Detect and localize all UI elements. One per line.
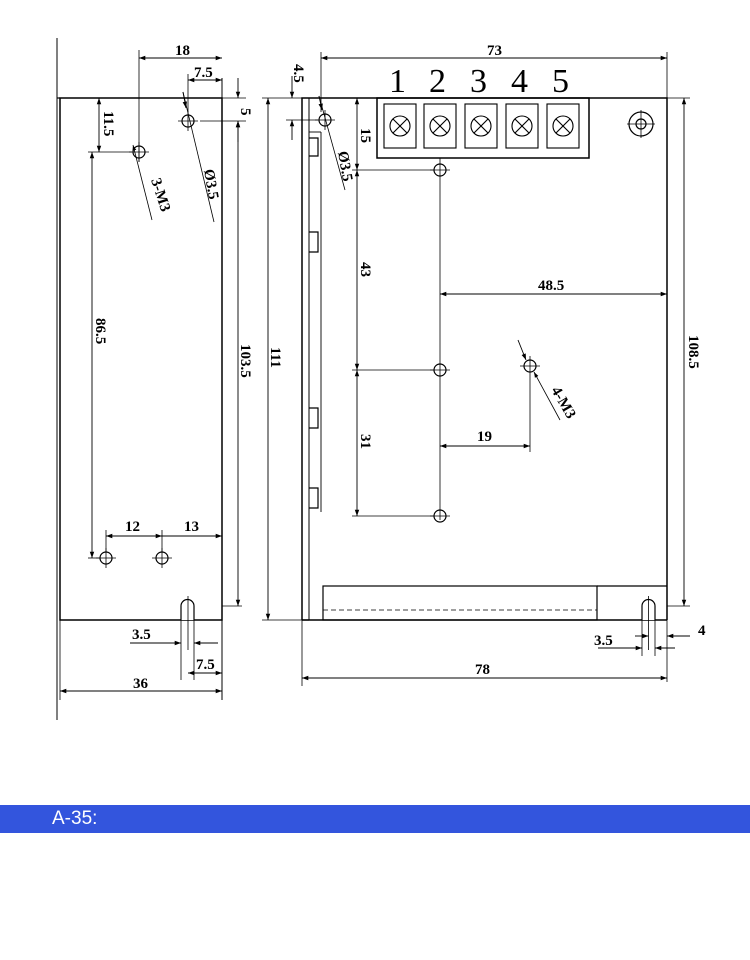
model-label: A-35:	[52, 808, 98, 829]
dim-side-slot-edge: 7.5	[196, 657, 215, 673]
terminal-label: 5	[552, 63, 569, 100]
side-view	[56, 38, 246, 720]
terminal-label: 3	[470, 63, 487, 100]
dim-front-terminal-width: 73	[487, 43, 502, 59]
dim-side-screw-top: 11.5	[100, 111, 116, 136]
dim-front-terminal-to-screw: 15	[357, 128, 373, 143]
dim-side-bottom-right: 13	[184, 519, 199, 535]
dim-front-total-width: 78	[475, 662, 490, 678]
side-panel-outline	[59, 97, 223, 621]
callout-front-hole: Ø3.5	[334, 150, 355, 183]
model-banner: A-35:	[0, 805, 750, 833]
terminal-label: 4	[511, 63, 528, 100]
dim-side-top-width: 18	[175, 43, 190, 59]
dim-front-screw-lower: 31	[357, 434, 373, 449]
ground-screw-icon	[627, 110, 655, 138]
front-view-labels: 111 4.5 Ø3.5 73 1 2 3 4 5 15 43 31 48.5 …	[267, 43, 706, 678]
side-view-labels: 18 7.5 5 11.5 86.5 3-M3 Ø3.5 103.5 12 13…	[92, 43, 253, 692]
dim-front-hole-top: 4.5	[290, 64, 306, 83]
callout-side-screw: 3-M3	[147, 176, 173, 213]
dim-side-bottom-left: 12	[125, 519, 140, 535]
dim-front-screw-edge: 48.5	[538, 278, 564, 294]
dim-side-total-width: 36	[133, 676, 149, 692]
dim-side-hole-top: 5	[237, 108, 253, 116]
mechanical-drawing: 18 7.5 5 11.5 86.5 3-M3 Ø3.5 103.5 12 13…	[56, 38, 706, 720]
terminal-label: 2	[429, 63, 446, 100]
terminal-screws	[383, 103, 580, 149]
dim-side-slot-width: 3.5	[132, 627, 151, 643]
dim-front-slot-edge: 4	[698, 623, 706, 639]
dim-side-hole-edge: 7.5	[194, 65, 213, 81]
dim-side-screw-spacing: 86.5	[92, 318, 108, 344]
dim-front-screw-upper: 43	[357, 262, 373, 277]
callout-side-hole: Ø3.5	[200, 168, 221, 201]
terminal-label: 1	[389, 63, 406, 100]
dim-front-slot-width: 3.5	[594, 633, 613, 649]
mounting-slot	[180, 598, 195, 620]
dim-front-body-height: 108.5	[685, 335, 701, 369]
dim-front-total-height: 111	[267, 347, 283, 368]
dim-side-hole-height: 103.5	[237, 344, 253, 378]
terminal-block	[376, 97, 590, 159]
dim-front-screw-offset: 19	[477, 429, 492, 445]
bottom-component-strip	[322, 585, 598, 621]
front-view	[262, 52, 690, 686]
callout-front-screw: 4-M3	[548, 384, 579, 422]
